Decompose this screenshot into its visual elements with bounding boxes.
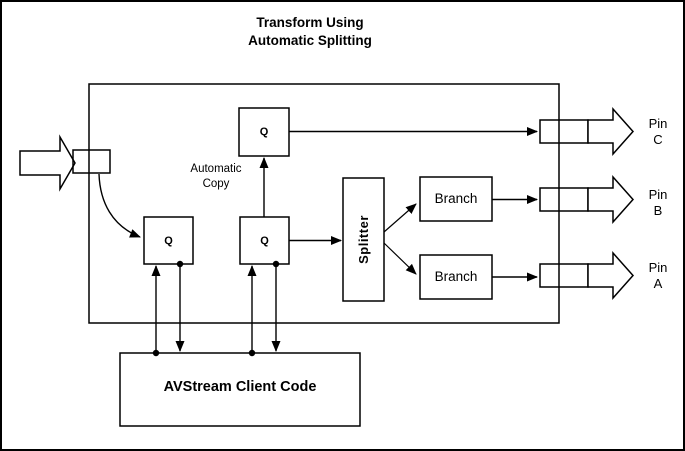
arrow-splitter-to-branch-lower — [383, 242, 417, 275]
input-stream-block-arrow — [19, 134, 76, 192]
branch-upper-label: Branch — [434, 191, 478, 206]
queue-box-left — [143, 216, 194, 265]
pin-b-label: Pin B — [648, 187, 668, 218]
junction-dot — [248, 349, 256, 357]
copy-queue-label: Q — [259, 126, 269, 138]
diagram-title: Transform Using Automatic Splitting — [248, 15, 372, 48]
junction-dot — [272, 260, 280, 268]
pin-a-label: Pin A — [648, 260, 668, 291]
automatic-copy-label: Automatic Copy — [190, 163, 242, 190]
pin-a-block-arrow — [587, 251, 635, 300]
splitter-label: Splitter — [356, 215, 371, 264]
pin-c-label: Pin C — [648, 116, 668, 147]
queue-left-label: Q — [164, 234, 173, 247]
arrow-splitter-to-branch-upper — [383, 203, 417, 233]
transform-filter-container — [88, 83, 560, 324]
junction-dot — [152, 349, 160, 357]
pin-c-queue-rect — [539, 119, 589, 144]
pin-a-queue-rect — [539, 263, 589, 288]
splitter-box — [342, 177, 385, 302]
junction-dot — [176, 260, 184, 268]
client-code-label: AVStream Client Code — [163, 378, 317, 395]
branch-lower-label: Branch — [434, 269, 478, 284]
pin-c-block-arrow — [587, 107, 635, 156]
arrow-input-to-queue — [98, 173, 141, 238]
client-code-box — [119, 352, 361, 427]
pin-b-queue-rect — [539, 187, 589, 212]
input-pin-rect — [72, 149, 111, 174]
queue-right-label: Q — [260, 234, 269, 247]
pin-b-block-arrow — [587, 175, 635, 224]
